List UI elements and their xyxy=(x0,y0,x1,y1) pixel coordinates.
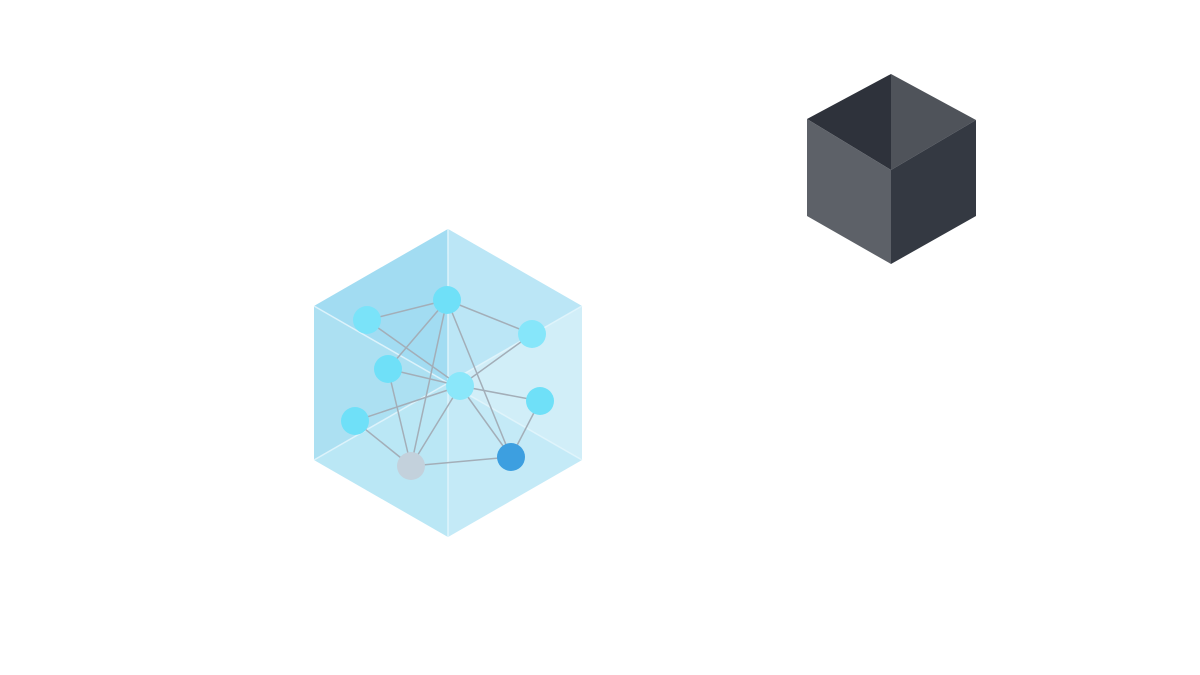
solid-cube-left xyxy=(807,119,891,264)
solid-cube-top-left xyxy=(807,74,891,170)
network-node xyxy=(518,320,546,348)
network-link xyxy=(459,385,512,458)
network-link xyxy=(410,385,461,467)
network-link xyxy=(354,385,461,422)
solid-cube-right xyxy=(891,120,976,264)
network-node-gray xyxy=(397,452,425,480)
network-node-blue xyxy=(497,443,525,471)
network-link xyxy=(410,456,512,467)
network-link xyxy=(446,299,512,458)
network-link xyxy=(366,319,461,387)
solid-cube-top-right xyxy=(891,74,976,170)
network-link xyxy=(410,299,448,467)
network-link xyxy=(459,333,533,387)
network-node xyxy=(526,387,554,415)
network-node xyxy=(374,355,402,383)
network-node xyxy=(433,286,461,314)
network-node xyxy=(353,306,381,334)
network-node xyxy=(341,407,369,435)
solid-cube-icon xyxy=(807,74,976,264)
network-link xyxy=(387,368,412,467)
network-nodes xyxy=(341,286,554,480)
network-node xyxy=(446,372,474,400)
network-link xyxy=(387,299,448,370)
network-link xyxy=(446,299,533,335)
network-cube-icon xyxy=(313,229,583,537)
